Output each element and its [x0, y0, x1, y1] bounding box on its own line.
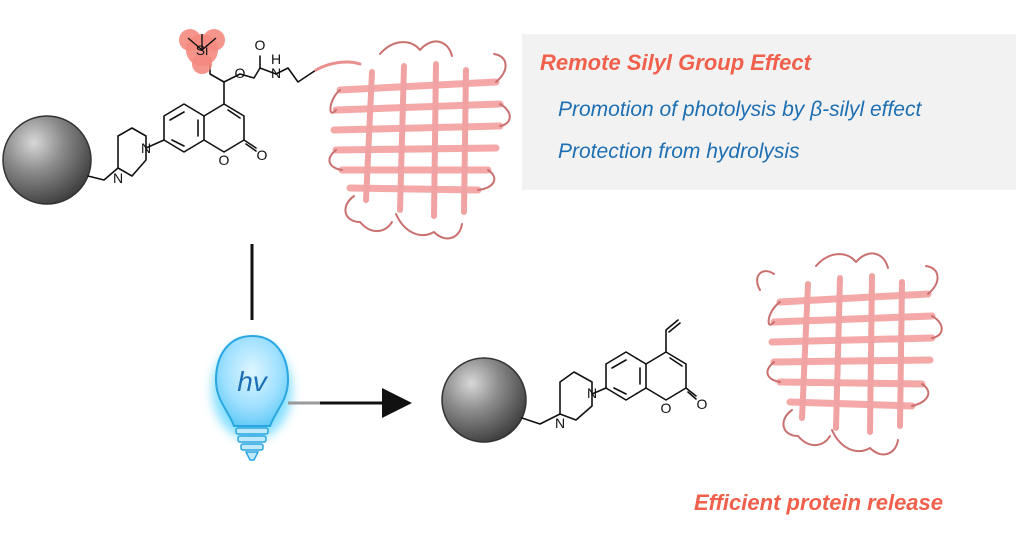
- info-box-line-hydrolysis: Protection from hydrolysis: [558, 140, 800, 163]
- atom-o-ester: O: [235, 65, 246, 81]
- starting-conjugate: [2, 55, 317, 205]
- coumarin-benzene-inner: [169, 111, 199, 147]
- info-box-line-photolysis: Promotion of photolysis by β-silyl effec…: [558, 98, 922, 121]
- carbonyl-bond: [243, 139, 257, 149]
- atom-n-piperazine-2: N: [141, 140, 151, 156]
- atom-o-carbamate: O: [255, 37, 266, 53]
- n-aryl-bond: [145, 139, 165, 149]
- atom-o-ring: O: [219, 152, 230, 168]
- silyl-group: [179, 29, 225, 74]
- vinyl-group: [665, 319, 679, 353]
- light-label: hv: [237, 366, 269, 397]
- info-box: [522, 34, 1016, 190]
- carbamate-chain: [223, 67, 317, 83]
- atom-n-piperazine-1: N: [113, 170, 123, 186]
- carbonyl-bond-2: [245, 143, 257, 152]
- bead-linker-bond: [87, 167, 119, 181]
- polymer-bead: [2, 115, 92, 205]
- product-pyranone-ring: [645, 351, 687, 401]
- atom-o-carbonyl: O: [257, 147, 268, 163]
- product-piperazine-ring: [559, 371, 593, 421]
- protein-release-label: Efficient protein release: [694, 490, 944, 515]
- c4-chain: [209, 57, 225, 105]
- product-vinyl-coumarin: [441, 319, 697, 443]
- product-atom-n-1: N: [555, 415, 565, 431]
- piperazine-ring: [117, 127, 147, 177]
- atom-si: Si: [196, 42, 208, 58]
- pyranone-double-bond: [227, 109, 241, 119]
- protein-structure-top: [314, 40, 511, 240]
- atom-n-carbamate: N: [271, 65, 281, 81]
- protein-structure-released: [756, 252, 943, 456]
- product-atom-o-carbonyl: O: [697, 396, 708, 412]
- atom-h-carbamate: H: [271, 51, 281, 67]
- coumarin-pyranone-ring: [203, 103, 245, 153]
- product-atom-n-2: N: [587, 385, 597, 401]
- light-bulb-icon: hv: [212, 334, 292, 461]
- info-box-title: Remote Silyl Group Effect: [540, 50, 811, 75]
- product-polymer-bead: [441, 357, 527, 443]
- product-atom-o-ring: O: [661, 400, 672, 416]
